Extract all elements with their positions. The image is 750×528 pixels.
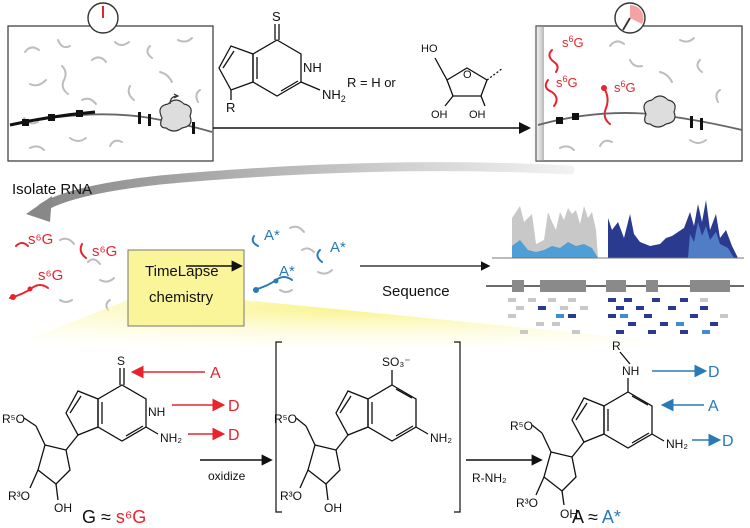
s6g-red-2: s⁶G [92, 243, 117, 260]
intermediate-brackets [275, 341, 461, 513]
astar-labels: R NH NH₂ R⁵O R³O OH [510, 339, 688, 521]
s6g-tag-2: s6G [556, 74, 578, 90]
astar-structure [531, 351, 665, 506]
astar-1: A* [264, 227, 280, 244]
rna-fragments [23, 37, 201, 151]
pair-a-blue: A [708, 398, 719, 415]
oh-left-label: OH [431, 109, 448, 121]
isolate-rna-label: Isolate RNA [12, 181, 92, 198]
s-atom: S [117, 354, 125, 368]
astar-2: A* [330, 239, 346, 256]
converted-rna-blue: A* A* A* [251, 225, 346, 293]
r-definition-label: R = H or [347, 75, 396, 90]
oh-atom-1: OH [54, 501, 72, 515]
r-nh2-label: R-NH₂ [472, 471, 507, 485]
polymerase-icon [159, 93, 192, 132]
structure-labels: S NH NH2 R R = H or HO OH OH [226, 9, 486, 121]
r3o-atom-3: R³O [516, 496, 538, 510]
ribose-top: O [434, 57, 504, 107]
cell-panel-before [7, 2, 214, 162]
thione-label: S [272, 9, 281, 24]
polymerase-icon-2 [643, 95, 676, 128]
oxidize-label: oxidize [208, 469, 246, 483]
s6g-red-1: s⁶G [28, 231, 53, 248]
chemistry-label: chemistry [149, 289, 214, 306]
astar-3: A* [279, 263, 295, 280]
oh-atom-3: OH [560, 507, 578, 521]
coverage-tracks [486, 200, 744, 292]
r5o-atom-3: R⁵O [510, 419, 533, 433]
isolate-curved-arrow [26, 162, 575, 222]
sulfonate-structure [295, 370, 429, 501]
clock-icon-elapsed [614, 2, 646, 34]
g-equivalence: G ≈ s⁶G [82, 507, 146, 527]
nh-atom-2: NH [622, 364, 639, 378]
labeled-rna [544, 49, 611, 125]
nh2-atom-3: NH₂ [666, 437, 688, 451]
r3o-atom-1: R³O [8, 489, 30, 503]
sequence-label: Sequence [382, 283, 450, 300]
r5o-atom-2: R⁵O [274, 412, 297, 426]
s6g-tag-1: s6G [562, 34, 584, 50]
so3-atom: SO₃⁻ [382, 355, 411, 369]
s6g-tag-3: s6G [614, 79, 636, 95]
s6g-pairing-arrows: A D D [130, 365, 240, 444]
r3o-atom-2: R³O [280, 489, 302, 503]
timelapse-chemistry-box [127, 249, 245, 327]
clock-icon [87, 2, 119, 34]
s6g-bottom-labels: S NH NH₂ R⁵O R³O OH [2, 354, 182, 515]
pair-d1-red: D [228, 398, 240, 415]
nh-atom-1: NH [148, 405, 165, 419]
oh-atom-2: OH [324, 501, 342, 515]
s6g-structure-bottom [23, 368, 159, 501]
sulfonate-labels: SO₃⁻ NH₂ R⁵O R³O OH [274, 355, 452, 515]
timelapse-label: TimeLapse [145, 263, 219, 280]
r-atom: R [612, 339, 621, 353]
nh2-atom-1: NH₂ [160, 431, 182, 445]
astar-pairing-arrows: D A D [652, 364, 734, 450]
sequencing-reads [508, 298, 728, 334]
isolated-rna-red: s⁶G s⁶G s⁶G [9, 231, 117, 311]
pair-a-red: A [210, 365, 221, 382]
ho-label: HO [421, 43, 438, 55]
pair-d1-blue: D [708, 364, 720, 381]
s6g-nucleoside-structure [218, 24, 321, 100]
s6g-red-3: s⁶G [38, 267, 63, 284]
r-substituent-label: R [226, 100, 235, 115]
nh2-atom-2: NH₂ [430, 431, 452, 445]
oh-right-label: OH [469, 109, 486, 121]
nh-label: NH [303, 60, 322, 75]
pair-d2-red: D [228, 427, 240, 444]
a-equivalence: A ≈ A* [572, 507, 621, 527]
cell-panel-after: s6G s6G s6G [530, 2, 743, 162]
r5o-atom-1: R⁵O [2, 412, 25, 426]
nh2-label: NH2 [322, 87, 346, 104]
ring-oxygen: O [463, 69, 472, 81]
pair-d2-blue: D [722, 433, 734, 450]
